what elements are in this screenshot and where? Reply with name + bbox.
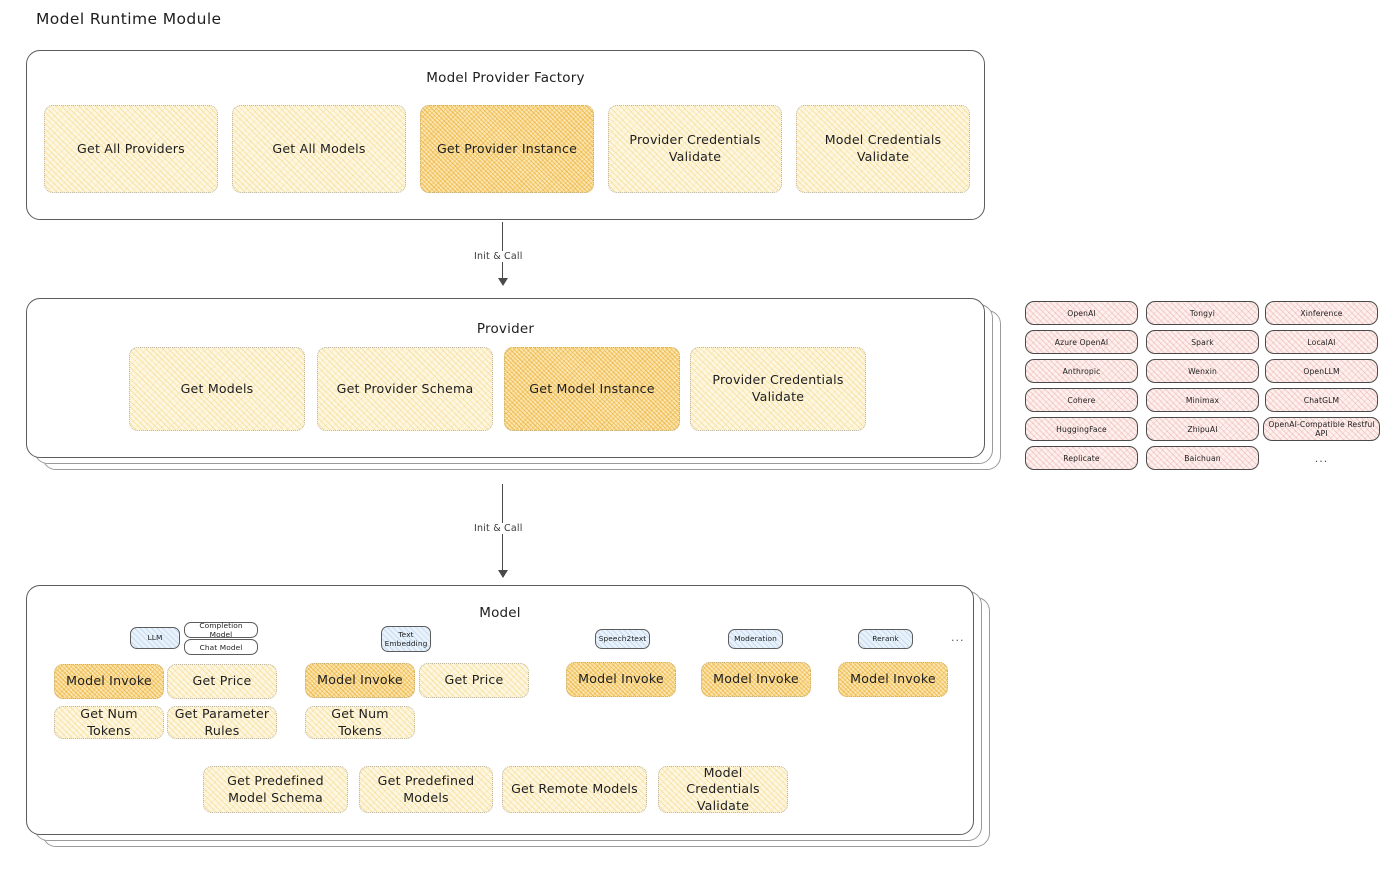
provider-chip-openllm[interactable]: OpenLLM [1265, 359, 1378, 383]
factory-box-provider-credentials-validate[interactable]: Provider Credentials Validate [608, 105, 782, 193]
provider-list-more: ... [1314, 452, 1329, 465]
model-common-get-predefined-models[interactable]: Get Predefined Models [359, 766, 493, 813]
text-embedding-method-get-num-tokens[interactable]: Get Num Tokens [305, 706, 415, 739]
llm-method-get-price[interactable]: Get Price [167, 664, 277, 699]
model-type-chip-rerank[interactable]: Rerank [858, 629, 913, 649]
provider-box-get-provider-schema[interactable]: Get Provider Schema [317, 347, 493, 431]
model-tag-completion-model: Completion Model [184, 621, 258, 639]
text-embedding-method-model-invoke[interactable]: Model Invoke [305, 663, 415, 698]
model-types-more: ... [951, 631, 965, 644]
provider-box-provider-credentials-validate[interactable]: Provider Credentials Validate [690, 347, 866, 431]
provider-chip-chatglm[interactable]: ChatGLM [1265, 388, 1378, 412]
provider-chip-openai-compatible-restful-api[interactable]: OpenAI-Compatible Restful API [1263, 417, 1380, 441]
moderation-method-model-invoke[interactable]: Model Invoke [701, 662, 811, 697]
model-common-model-credentials-validate[interactable]: Model Credentials Validate [658, 765, 788, 813]
model-type-chip-llm[interactable]: LLM [130, 627, 180, 649]
arrow-factory-to-provider-label: Init & Call [470, 251, 527, 262]
factory-box-get-all-models[interactable]: Get All Models [232, 105, 406, 193]
model-type-chip-speech2text[interactable]: Speech2text [595, 629, 650, 649]
provider-chip-replicate[interactable]: Replicate [1025, 446, 1138, 470]
provider-chip-spark[interactable]: Spark [1146, 330, 1259, 354]
factory-box-get-provider-instance[interactable]: Get Provider Instance [420, 105, 594, 193]
provider-chip-huggingface[interactable]: HuggingFace [1025, 417, 1138, 441]
provider-chip-xinference[interactable]: Xinference [1265, 301, 1378, 325]
model-type-chip-moderation[interactable]: Moderation [728, 629, 783, 649]
text-embedding-method-get-price[interactable]: Get Price [419, 663, 529, 698]
provider-chip-openai[interactable]: OpenAI [1025, 301, 1138, 325]
llm-method-get-parameter-rules[interactable]: Get Parameter Rules [167, 706, 277, 739]
provider-chip-tongyi[interactable]: Tongyi [1146, 301, 1259, 325]
factory-box-get-all-providers[interactable]: Get All Providers [44, 105, 218, 193]
model-title: Model [479, 605, 521, 621]
model-tag-chat-model: Chat Model [184, 639, 258, 655]
arrow-provider-to-model-head [498, 570, 508, 578]
page-title: Model Runtime Module [36, 10, 222, 28]
model-common-get-remote-models[interactable]: Get Remote Models [502, 766, 647, 813]
model-provider-factory-title: Model Provider Factory [426, 70, 585, 86]
llm-method-model-invoke[interactable]: Model Invoke [54, 664, 164, 699]
provider-chip-azure-openai[interactable]: Azure OpenAI [1025, 330, 1138, 354]
arrow-factory-to-provider-head [498, 278, 508, 286]
provider-box-get-models[interactable]: Get Models [129, 347, 305, 431]
model-common-get-predefined-model-schema[interactable]: Get Predefined Model Schema [203, 766, 348, 813]
provider-chip-cohere[interactable]: Cohere [1025, 388, 1138, 412]
provider-title: Provider [476, 321, 535, 337]
rerank-method-model-invoke[interactable]: Model Invoke [838, 662, 948, 697]
speech2text-method-model-invoke[interactable]: Model Invoke [566, 662, 676, 697]
provider-chip-minimax[interactable]: Minimax [1146, 388, 1259, 412]
provider-chip-wenxin[interactable]: Wenxin [1146, 359, 1259, 383]
provider-chip-baichuan[interactable]: Baichuan [1146, 446, 1259, 470]
factory-box-model-credentials-validate[interactable]: Model Credentials Validate [796, 105, 970, 193]
model-type-chip-text-embedding[interactable]: Text Embedding [381, 626, 431, 652]
provider-chip-localai[interactable]: LocalAI [1265, 330, 1378, 354]
llm-method-get-num-tokens[interactable]: Get Num Tokens [54, 706, 164, 739]
provider-chip-anthropic[interactable]: Anthropic [1025, 359, 1138, 383]
provider-chip-zhipuai[interactable]: ZhipuAI [1146, 417, 1259, 441]
arrow-provider-to-model-label: Init & Call [470, 523, 527, 534]
provider-box-get-model-instance[interactable]: Get Model Instance [504, 347, 680, 431]
